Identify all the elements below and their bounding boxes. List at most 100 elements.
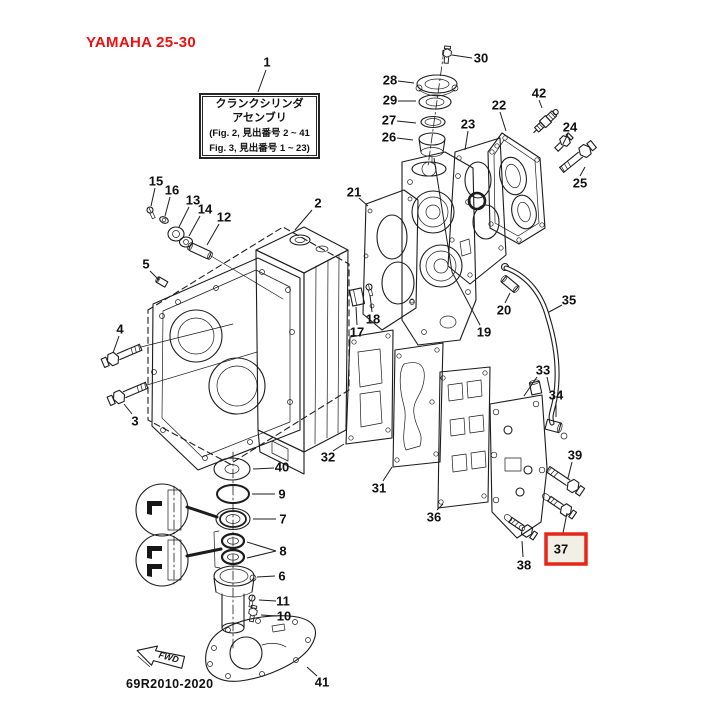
leader-line-31 — [382, 466, 393, 482]
leader-line-23 — [464, 130, 469, 151]
callout-1: 1 — [263, 55, 270, 70]
part-seal-stack-drawing — [213, 451, 259, 649]
part-lower-gasket-drawing — [205, 615, 317, 682]
assembly-note-title-line1: クランクシリンダ — [215, 98, 304, 110]
callout-5: 5 — [142, 257, 149, 272]
callout-24: 24 — [563, 120, 578, 135]
callout-17: 17 — [350, 325, 364, 340]
callout-19: 19 — [477, 325, 491, 340]
part-cylinder-head-drawing — [401, 151, 477, 346]
callout-2: 2 — [314, 196, 321, 211]
leader-line-14 — [188, 215, 201, 237]
callout-42: 42 — [532, 86, 546, 101]
leader-line-18 — [369, 294, 373, 313]
leader-line-38 — [521, 540, 524, 558]
leader-line-12 — [206, 223, 220, 246]
brand-model-header: YAMAHA 25-30 — [86, 34, 197, 51]
leader-line-6 — [256, 575, 276, 578]
highlight-layer — [544, 532, 588, 566]
assembly-dashed-outline — [147, 226, 350, 465]
callout-11: 11 — [276, 594, 290, 609]
callout-33: 33 — [536, 363, 550, 378]
callout-41: 41 — [315, 675, 329, 690]
part-spark-plug-drawing — [533, 109, 559, 134]
callout-20: 20 — [497, 303, 511, 318]
part-cylinder-body-drawing — [255, 226, 349, 475]
leader-line-20 — [504, 292, 511, 304]
callout-36: 36 — [427, 510, 441, 525]
fwd-arrow: FWD — [136, 645, 186, 669]
part-breather-hose-drawing — [500, 262, 568, 440]
callout-22: 22 — [492, 98, 506, 113]
assembly-note-box: クランクシリンダ アセンブリ (Fig. 2, 見出番号 2 ~ 41 Fig.… — [199, 93, 320, 159]
callout-30: 30 — [474, 51, 488, 66]
highlighted-part-box[interactable] — [544, 532, 588, 566]
leader-line-41 — [306, 666, 318, 677]
callout-14: 14 — [198, 202, 213, 217]
callout-9: 9 — [278, 487, 285, 502]
assembly-note-fig2-ref: (Fig. 2, 見出番号 2 ~ 41 — [209, 128, 310, 139]
leader-line-25 — [579, 166, 586, 177]
leader-line-33 — [523, 376, 538, 397]
callout-35: 35 — [562, 293, 576, 308]
leader-line-22 — [499, 111, 507, 132]
leader-line-40 — [252, 467, 275, 470]
part-small-hardware-drawing — [145, 205, 284, 300]
leader-lines-layer — [112, 54, 586, 677]
part-head-gasket-drawing — [362, 189, 419, 331]
leader-line-42 — [538, 99, 543, 109]
leader-line-17 — [355, 306, 358, 326]
leader-line-37 — [562, 512, 568, 534]
leader-line-16 — [164, 196, 171, 217]
leader-line-28 — [397, 80, 415, 84]
part-mount-plate-drawing — [489, 379, 587, 542]
callout-15: 15 — [149, 174, 163, 189]
callout-18: 18 — [366, 312, 380, 327]
leader-line-39 — [567, 461, 573, 479]
part-head-cover-drawing — [487, 132, 546, 245]
leader-line-19 — [433, 157, 481, 326]
callout-6: 6 — [278, 569, 285, 584]
callout-21: 21 — [347, 185, 361, 200]
leader-line-13 — [178, 206, 190, 228]
callout-3: 3 — [131, 414, 138, 429]
callout-32: 32 — [321, 450, 335, 465]
leader-line-36 — [436, 503, 444, 511]
part-thermostat-stack-drawing — [415, 45, 459, 167]
callout-8: 8 — [279, 544, 286, 559]
callout-37-highlighted[interactable]: 37 — [554, 542, 568, 557]
leader-line-33 — [546, 376, 551, 392]
leader-line-8 — [246, 541, 277, 552]
callout-40: 40 — [275, 460, 289, 475]
callout-23: 23 — [461, 117, 475, 132]
part-cover-bolts-drawing — [552, 131, 598, 176]
leader-line-35 — [548, 304, 563, 313]
callout-10: 10 — [277, 609, 291, 624]
drawing-code: 69R2010-2020 — [126, 677, 214, 691]
leader-line-5 — [149, 270, 160, 281]
assembly-note-inner: クランクシリンダ アセンブリ (Fig. 2, 見出番号 2 ~ 41 Fig.… — [202, 96, 317, 156]
leader-line-2 — [294, 209, 313, 231]
part-anode-drawing — [348, 282, 375, 307]
callout-29: 29 — [383, 93, 397, 108]
part-head-cover-gasket-drawing — [447, 137, 507, 285]
callout-16: 16 — [165, 183, 179, 198]
callout-26: 26 — [382, 130, 396, 145]
callout-27: 27 — [382, 113, 396, 128]
callout-13: 13 — [186, 193, 200, 208]
part-exhaust-plates-drawing — [345, 329, 491, 509]
part-crankcase-cover-drawing — [151, 257, 301, 471]
part-crankcase-bolts-drawing — [99, 323, 258, 408]
callout-12: 12 — [217, 210, 231, 225]
leader-line-1 — [257, 69, 267, 93]
leader-line-27 — [396, 120, 417, 124]
callout-7: 7 — [279, 512, 286, 527]
leader-line-8 — [246, 550, 277, 559]
callout-25: 25 — [573, 176, 587, 191]
leader-line-11 — [258, 599, 277, 602]
leader-line-4 — [112, 335, 120, 354]
leader-line-15 — [150, 187, 156, 207]
callout-39: 39 — [568, 448, 582, 463]
